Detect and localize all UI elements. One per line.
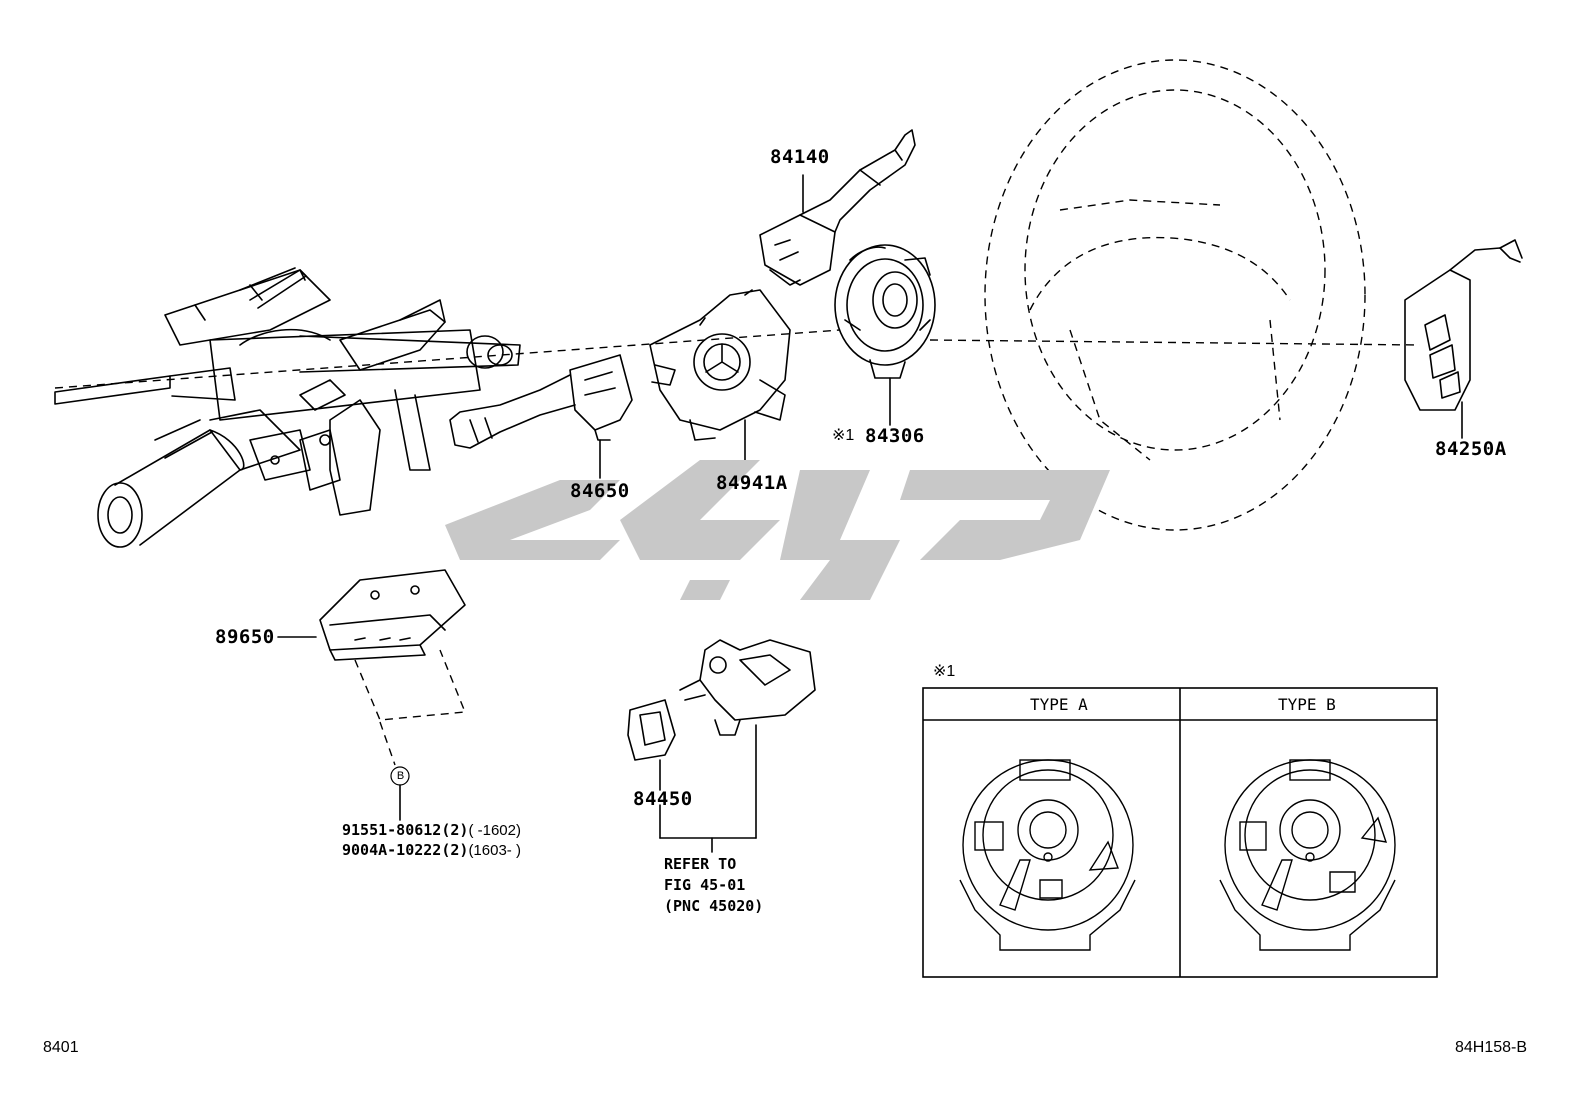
- fastener-part-2: 9004A-10222(2): [342, 841, 469, 859]
- dashed-guides: [54, 59, 1421, 766]
- type-b-header: TYPE B: [1278, 695, 1336, 714]
- wiper-switch-illustration: [759, 129, 916, 286]
- part-label-89650: 89650: [215, 626, 275, 648]
- part-label-84306: 84306: [865, 425, 925, 447]
- circled-b-icon: [390, 766, 410, 786]
- type-a-header: TYPE A: [1030, 695, 1088, 714]
- part-label-84650: 84650: [570, 480, 630, 502]
- fastener-range-1: ( -1602): [468, 822, 521, 839]
- part-label-84140: 84140: [770, 146, 830, 168]
- switch-housing-illustration: [649, 289, 791, 441]
- steering-column-illustration: [54, 267, 521, 548]
- watermark-logo: [445, 460, 1110, 600]
- inset-mark: ※1: [933, 663, 956, 680]
- fastener-line-1: 91551-80612(2)( -1602): [342, 821, 521, 839]
- refer-line-2: FIG 45-01: [664, 876, 746, 894]
- spiral-cable-illustration: [834, 244, 936, 379]
- headlight-switch-illustration: [449, 354, 633, 449]
- pad-switch-illustration: [1404, 239, 1523, 411]
- part-label-84941a: 84941A: [716, 472, 788, 494]
- type-b-spiral-cable-illustration: [1219, 759, 1396, 951]
- part-label-84450: 84450: [633, 788, 693, 810]
- inset-box: [922, 687, 1438, 978]
- fastener-range-2: (1603- ): [468, 842, 521, 859]
- fastener-part-1: 91551-80612(2): [342, 821, 469, 839]
- ignition-switch-illustration: [679, 639, 816, 736]
- type-note-mark: ※1: [832, 427, 855, 444]
- refer-line-1: REFER TO: [664, 855, 737, 873]
- part-label-84250a: 84250A: [1435, 438, 1507, 460]
- footer-left-code: 8401: [43, 1039, 79, 1056]
- control-module-illustration: [319, 569, 466, 661]
- fastener-line-2: 9004A-10222(2)(1603- ): [342, 841, 521, 859]
- refer-line-3: (PNC 45020): [664, 897, 764, 915]
- type-a-spiral-cable-illustration: [959, 759, 1136, 951]
- footer-right-code: 84H158-B: [1455, 1039, 1528, 1056]
- circled-b-label: B: [396, 770, 405, 782]
- key-cylinder-illustration: [627, 699, 676, 761]
